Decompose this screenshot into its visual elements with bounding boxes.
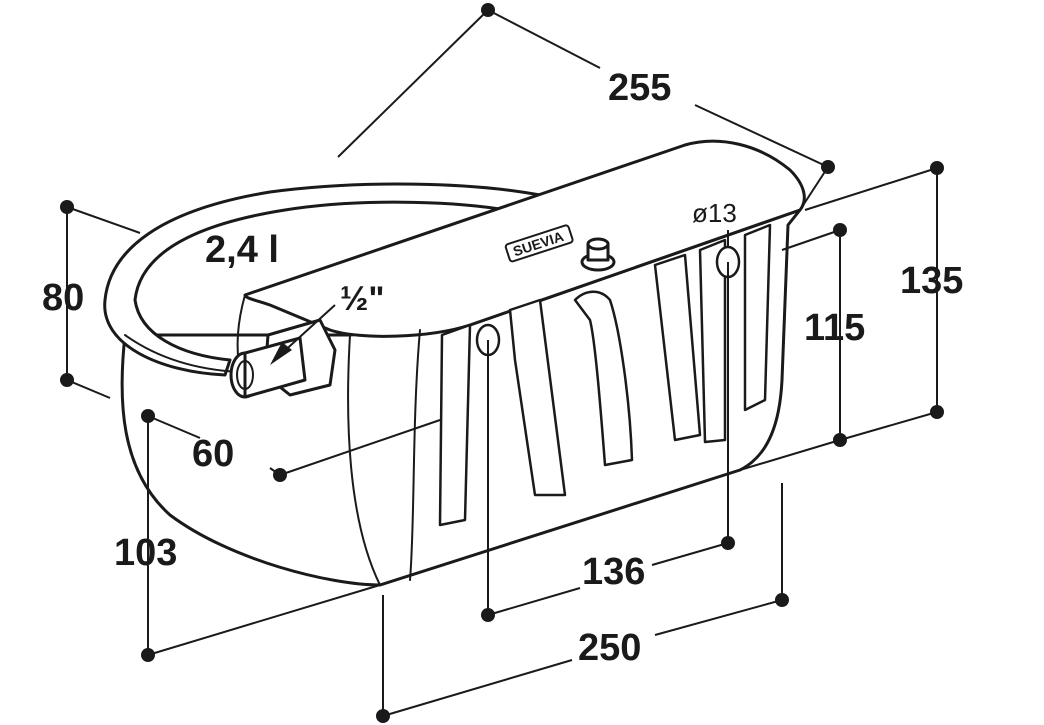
thread-arrow-head	[270, 342, 292, 365]
dimension-lines	[60, 3, 944, 723]
slot-5	[698, 238, 727, 444]
water-bowl-body: SUEVIA	[103, 139, 806, 587]
label-hole-spacing: 136	[582, 551, 645, 593]
label-hole-diameter: ø13	[692, 198, 737, 228]
label-inlet-offset: 60	[192, 433, 234, 475]
label-body-height: 103	[114, 532, 177, 574]
fitting-pipe-opening	[236, 360, 254, 390]
tank-front-edge-inner	[409, 329, 421, 581]
label-top-length: 255	[608, 67, 671, 109]
label-right-inner-height: 115	[804, 307, 865, 349]
label-thread-size: ½"	[340, 280, 384, 318]
inlet-fitting	[229, 318, 337, 399]
dimension-labels: 255 80 135 115 60 103 136 250 ø13 2,4 l …	[42, 67, 963, 669]
slot-1	[438, 323, 472, 527]
slot-3	[573, 290, 634, 467]
label-left-height: 80	[42, 277, 84, 319]
label-volume: 2,4 l	[205, 229, 279, 271]
slot-2	[508, 298, 567, 497]
slot-6	[743, 223, 772, 412]
lid-bolt	[580, 237, 616, 272]
tank-front-edge	[347, 334, 381, 586]
label-base-length: 250	[578, 627, 641, 669]
slot-4	[653, 253, 702, 442]
label-right-outer-height: 135	[900, 260, 963, 302]
bowl-rim	[103, 182, 542, 377]
bowl-inner-lip	[124, 334, 241, 373]
